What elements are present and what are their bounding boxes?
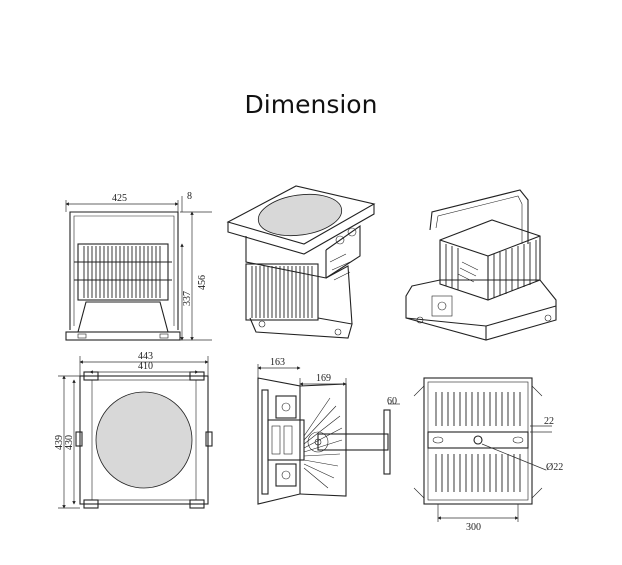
dim-bottom-width-outer: 443: [138, 351, 153, 362]
dim-front-offset: 8: [187, 191, 192, 202]
dim-back-spacing: 300: [466, 522, 481, 533]
bottom-view: 443 410 439 430: [54, 351, 213, 509]
dim-bottom-width-inner: 410: [138, 361, 153, 372]
front-view: 425 8 456 337: [65, 191, 212, 341]
dim-front-height-total: 456: [197, 275, 208, 290]
page-title: Dimension: [244, 90, 378, 119]
side-view: 163 169 60: [257, 357, 400, 505]
dim-side-depth: 163: [270, 357, 285, 368]
isometric-view-front: [226, 185, 376, 339]
dim-back-slot: 22: [544, 416, 554, 427]
dim-front-width: 425: [112, 193, 127, 204]
dim-bottom-height-inner: 430: [64, 435, 75, 450]
isometric-view-back: [405, 189, 557, 341]
dim-front-height-body: 337: [182, 291, 193, 306]
dim-side-mount: 60: [387, 396, 397, 407]
back-view: 22 Ø22 300: [413, 377, 563, 533]
dim-back-hole: Ø22: [546, 462, 563, 473]
dim-side-bracket: 169: [316, 373, 331, 384]
dim-bottom-height-outer: 439: [54, 435, 65, 450]
